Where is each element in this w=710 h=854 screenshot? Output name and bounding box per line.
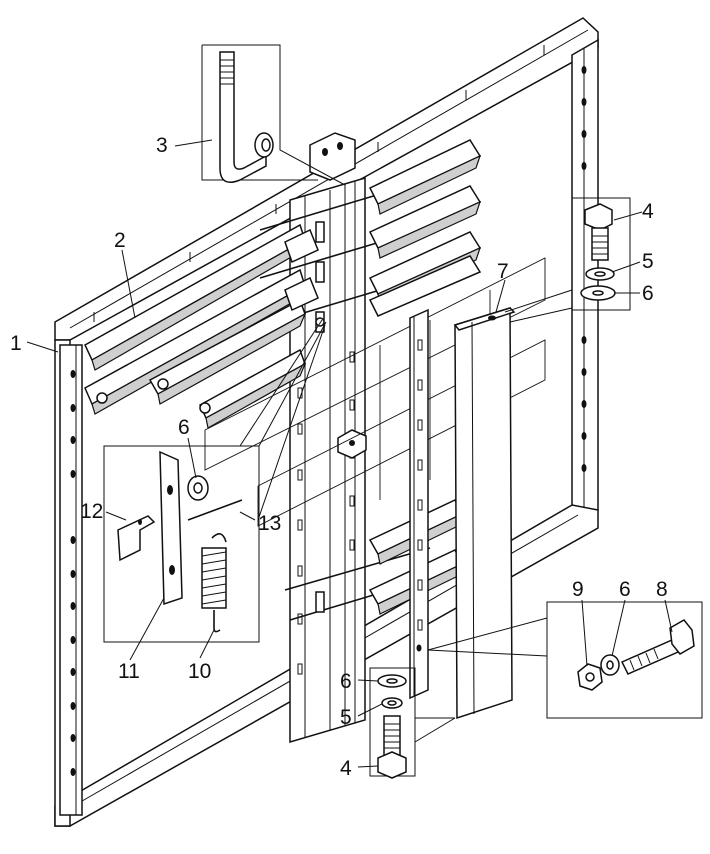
inset-part-3 (201, 44, 346, 186)
callout-2: 2 (114, 229, 126, 252)
inset-spring-assembly (103, 319, 327, 643)
callout-10: 10 (188, 660, 211, 683)
callout-4-lower: 4 (340, 757, 352, 780)
callout-3: 3 (156, 134, 168, 157)
callout-7: 7 (497, 260, 509, 283)
callout-11: 11 (118, 660, 140, 683)
callout-5-upper: 5 (642, 250, 654, 273)
callout-4-upper: 4 (642, 200, 654, 223)
part-7-tube (415, 306, 516, 720)
inset-upper-fasteners (504, 197, 631, 323)
inset-lower-fasteners (369, 667, 456, 779)
callout-6-spring-washer: 6 (178, 416, 190, 439)
callout-6-upper: 6 (642, 282, 654, 305)
callout-leaders (26, 139, 673, 768)
callout-13: 13 (258, 512, 281, 535)
callout-8: 8 (656, 578, 668, 601)
callout-9: 9 (572, 578, 584, 601)
right-post-holes (581, 66, 587, 472)
callout-5-lower: 5 (340, 706, 352, 729)
callout-labels: 1 2 3 4 5 6 7 6 12 13 11 10 9 6 8 6 5 4 (10, 134, 668, 780)
callout-12: 12 (80, 500, 103, 523)
column-slots (297, 351, 355, 675)
inset-right-fasteners (427, 601, 703, 719)
callout-1: 1 (10, 332, 22, 355)
louvers-left (84, 223, 319, 429)
left-post-holes (70, 370, 76, 776)
callout-6-right: 6 (619, 578, 631, 601)
callout-6-lower: 6 (340, 670, 352, 693)
slotted-strip (409, 308, 429, 700)
